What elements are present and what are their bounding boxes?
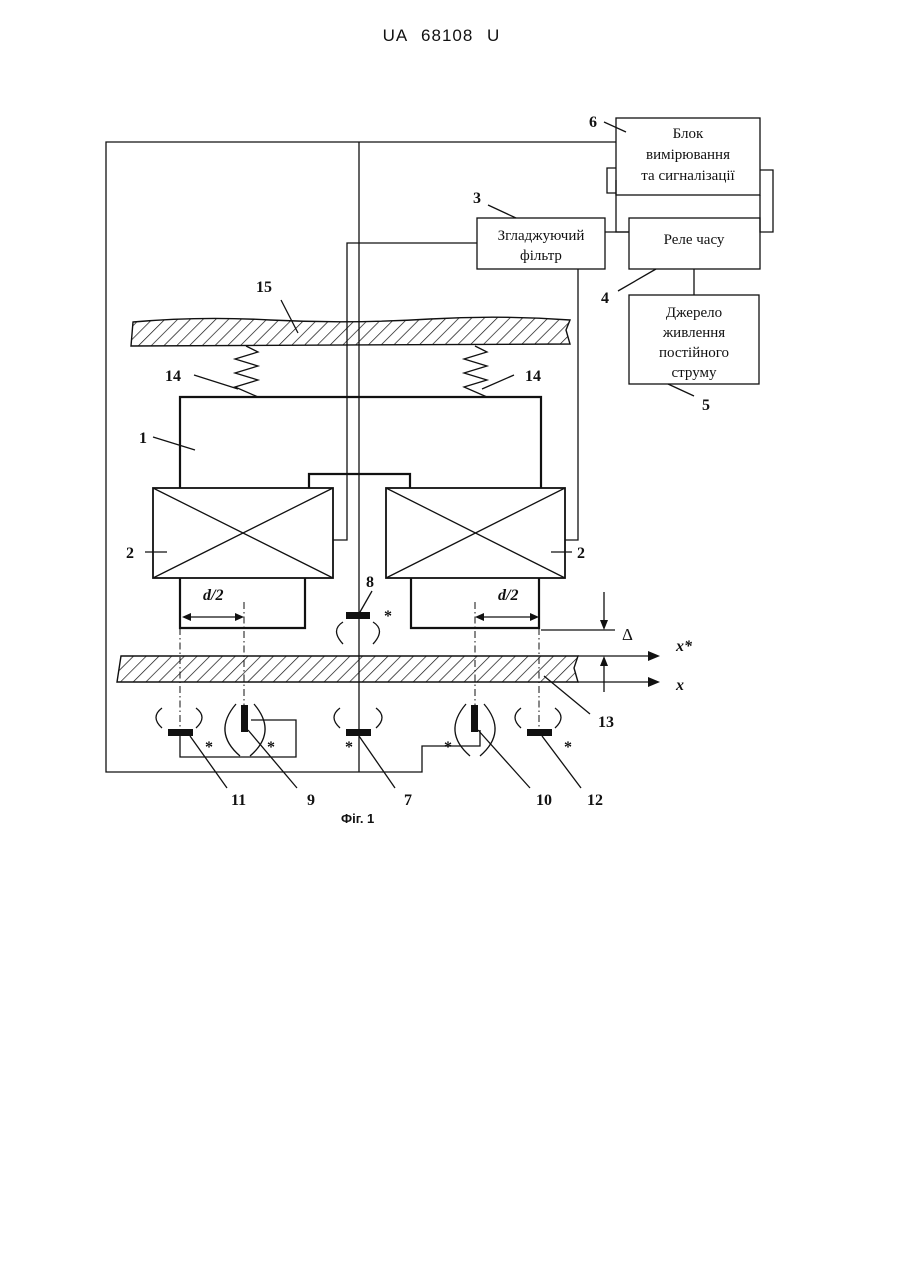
label-9: 9 xyxy=(307,792,315,809)
x-star-label: x* xyxy=(675,638,693,655)
bottom-plate xyxy=(117,656,578,682)
top-plate xyxy=(131,317,570,346)
x-label: x xyxy=(675,677,684,694)
sensor-9: * xyxy=(225,704,275,756)
label-13: 13 xyxy=(598,714,614,731)
label-11: 11 xyxy=(231,792,246,809)
d-half-left-label: d/2 xyxy=(203,587,223,604)
measure-line-2: вимірювання xyxy=(646,147,730,163)
svg-text:*: * xyxy=(205,739,213,756)
label-3: 3 xyxy=(473,190,481,207)
label-2-left: 2 xyxy=(126,545,134,562)
power-line-4: струму xyxy=(672,365,717,381)
springs xyxy=(235,346,487,397)
relay-block: Реле часу xyxy=(629,218,760,269)
svg-text:*: * xyxy=(345,739,353,756)
power-line-3: постійного xyxy=(659,345,729,361)
sensor-8-star: * xyxy=(384,608,392,625)
svg-text:*: * xyxy=(564,739,572,756)
sensor-10: * xyxy=(444,704,495,756)
label-14-left: 14 xyxy=(165,368,181,385)
sensor-8: * xyxy=(337,608,393,644)
svg-text:*: * xyxy=(444,739,452,756)
leader-lines xyxy=(145,122,694,788)
label-6: 6 xyxy=(589,114,597,131)
sensor-12: * xyxy=(515,708,572,756)
label-4: 4 xyxy=(601,290,609,307)
measure-block: Блок вимірювання та сигналізації xyxy=(616,118,760,195)
measure-line-1: Блок xyxy=(673,126,704,142)
relay-label: Реле часу xyxy=(664,232,725,248)
label-5: 5 xyxy=(702,397,710,414)
sensor-7: * xyxy=(334,708,382,756)
number-labels: 6 3 4 5 15 14 14 1 2 2 8 13 11 9 7 10 12 xyxy=(126,114,710,809)
sensor-11: * xyxy=(156,708,213,756)
label-10: 10 xyxy=(536,792,552,809)
coil-left xyxy=(153,488,333,578)
filter-line-2: фільтр xyxy=(520,248,562,264)
d-half-right-label: d/2 xyxy=(498,587,518,604)
label-14-right: 14 xyxy=(525,368,541,385)
filter-line-1: Згладжуючий xyxy=(498,228,585,244)
power-block: Джерело живлення постійного струму xyxy=(629,295,759,384)
label-2-right: 2 xyxy=(577,545,585,562)
delta-label: Δ xyxy=(622,625,633,644)
power-line-1: Джерело xyxy=(666,305,722,321)
power-line-2: живлення xyxy=(662,325,725,341)
coil-right xyxy=(386,488,565,578)
figure-caption: Фіг. 1 xyxy=(341,811,374,826)
measure-line-3: та сигналізації xyxy=(641,168,735,184)
label-7: 7 xyxy=(404,792,412,809)
filter-block: Згладжуючий фільтр xyxy=(477,218,605,269)
label-15: 15 xyxy=(256,279,272,296)
label-8: 8 xyxy=(366,574,374,591)
label-12: 12 xyxy=(587,792,603,809)
label-1: 1 xyxy=(139,430,147,447)
